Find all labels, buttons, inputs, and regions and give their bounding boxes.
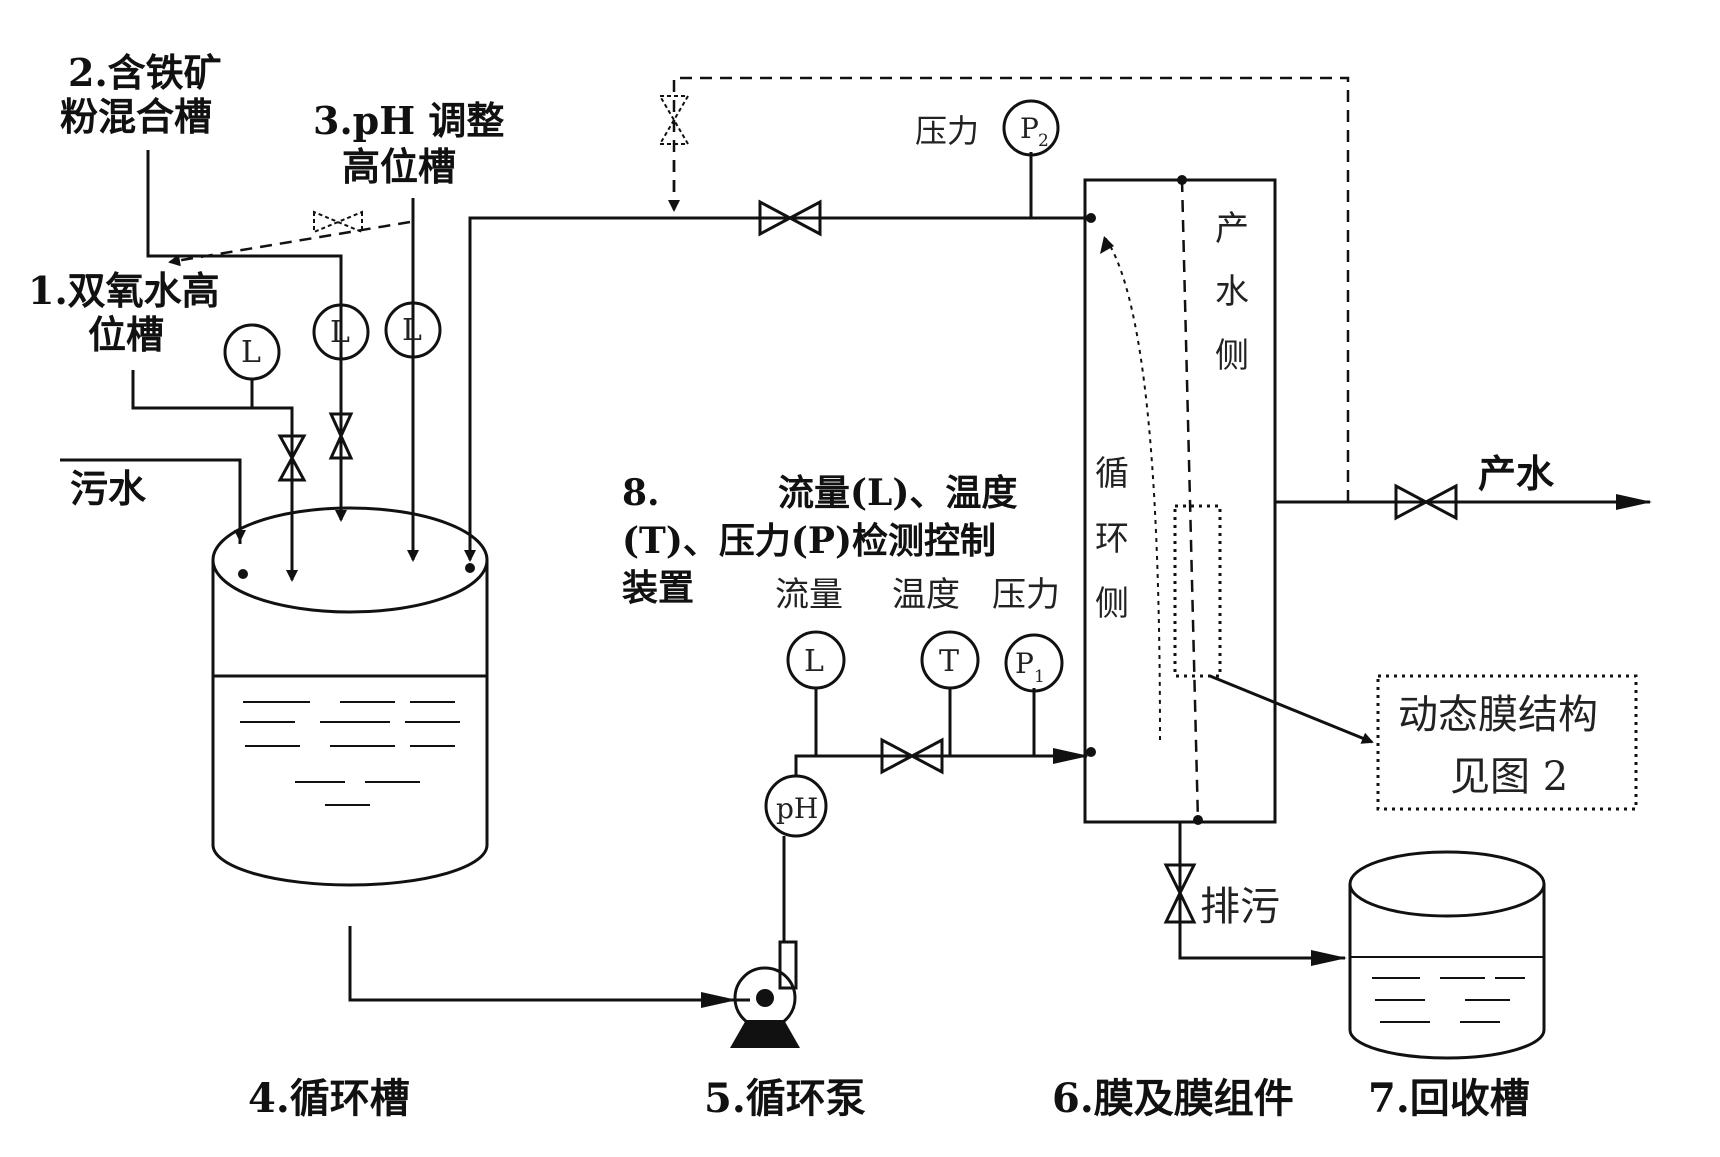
control-label-3: 装置 [622,567,694,609]
circulation-pump [730,836,800,1048]
pressure-gauge-p2: P 2 [1002,99,1060,218]
sewage-label: 污水 [70,466,147,511]
membrane-module: 产 水 侧 循 环 侧 [1083,175,1277,825]
svg-text:水: 水 [1215,272,1249,312]
dashed-dosing-line [168,210,411,267]
discharge-valve[interactable] [1163,863,1197,924]
svg-text:L: L [241,335,261,370]
temperature-gauge: T [920,630,980,756]
product-water-label: 产水 [1478,451,1555,496]
tank-water-surface-lines [240,701,460,806]
circ-pump-label: 5.循环泵 [704,1075,866,1122]
tank-to-pump-line [348,926,750,1002]
iron-ore-valve[interactable] [328,412,354,460]
temperature-label: 温度 [892,575,960,615]
svg-text:环: 环 [1095,519,1129,559]
callout-arrow [1209,674,1374,744]
svg-text:1: 1 [1034,667,1045,687]
svg-text:2: 2 [1038,131,1049,151]
flow-gauge: L [786,630,846,756]
flow-direction-arrow [1103,235,1161,741]
level-gauge-ph: L [384,301,442,359]
svg-text:pH: pH [776,792,818,825]
svg-text:L: L [804,644,824,679]
control-label-2: (T)、压力(P)检测控制 [622,520,996,562]
iron-ore-feed-line [146,150,354,522]
feed-valve[interactable] [880,737,944,775]
svg-text:P: P [1015,647,1034,680]
pressure-gauge-p1: P 1 [1004,633,1064,756]
membrane-label: 6.膜及膜组件 [1052,1075,1294,1122]
product-water-outlet: 产水 [1275,451,1652,521]
return-valve[interactable] [758,199,822,237]
svg-text:侧: 侧 [1215,336,1249,376]
svg-text:产: 产 [1215,209,1249,249]
iron-tank-label-1: 2.含铁矿 [68,50,222,95]
h2o2-tank-label-1: 1.双氧水高 [28,268,220,313]
h2o2-valve[interactable] [277,434,307,482]
level-gauge-iron: L [312,303,370,361]
circ-side-label: 循 环 侧 [1095,454,1129,624]
iron-tank-label-2: 粉混合槽 [60,94,212,139]
ph-gauge: pH [764,748,1089,838]
product-side-label: 产 水 侧 [1215,209,1249,376]
ph-tank-label-1: 3.pH 调整 [313,98,504,143]
svg-text:排污: 排污 [1200,884,1280,930]
p2-label: 压力 [915,112,979,150]
circ-tank-label: 4.循环槽 [248,1075,410,1122]
svg-text:L: L [330,315,350,350]
dashed-recycle-line [658,76,1350,502]
p1-label: 压力 [992,575,1060,615]
return-line [468,216,1085,560]
svg-text:T: T [939,644,959,679]
control-label-1: 流量(L)、温度 [778,472,1017,514]
discharge-line: 排污 [1163,822,1347,966]
flow-label: 流量 [775,575,843,615]
level-gauge-h2o2: L [223,323,281,408]
dynamic-membrane-callout: 动态膜结构 见图 2 [1376,674,1638,811]
svg-text:P: P [1020,112,1039,145]
svg-text:循: 循 [1095,454,1129,494]
product-valve[interactable] [1394,483,1458,521]
svg-text:见图 2: 见图 2 [1450,754,1568,800]
ph-tank-label-2: 高位槽 [342,144,456,189]
dynamic-membrane-zoom-box [1173,504,1222,678]
control-label-num: 8. [622,472,660,514]
h2o2-feed-line [131,370,307,582]
circulation-tank [211,506,489,887]
svg-text:侧: 侧 [1095,584,1129,624]
svg-text:L: L [402,313,422,348]
h2o2-tank-label-2: 位槽 [88,312,164,357]
recovery-tank [1348,850,1546,1060]
svg-text:动态膜结构: 动态膜结构 [1398,692,1598,738]
recovery-tank-label: 7.回收槽 [1368,1075,1530,1122]
sewage-inlet [60,458,246,544]
